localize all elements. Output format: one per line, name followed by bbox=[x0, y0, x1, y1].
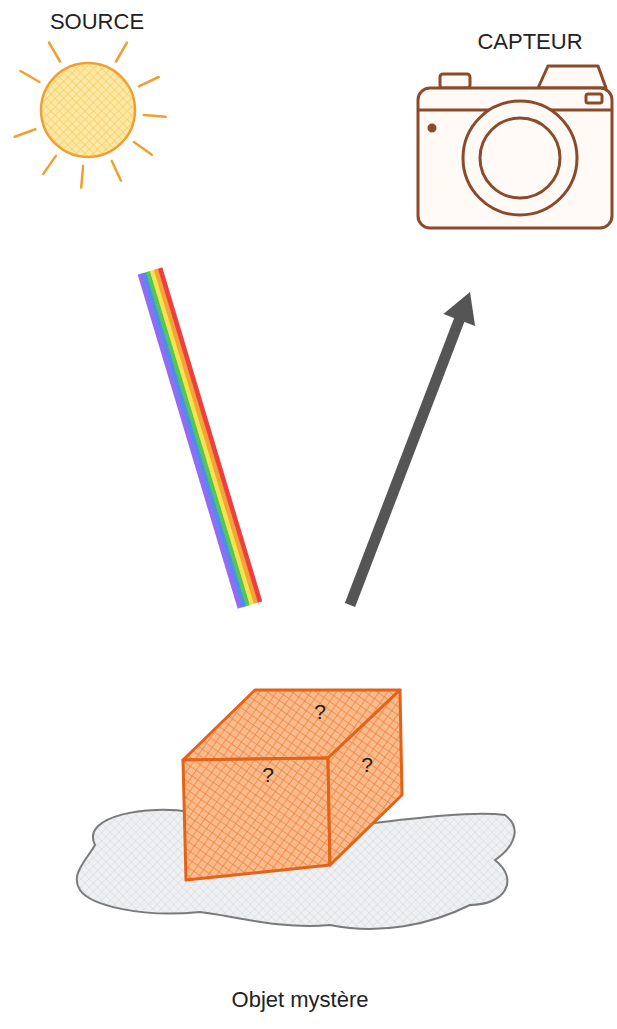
sun-ray bbox=[116, 43, 127, 62]
sun-rays bbox=[15, 43, 166, 188]
question-mark: ? bbox=[361, 753, 373, 777]
camera-flash bbox=[586, 94, 602, 103]
sun-ray bbox=[15, 129, 36, 137]
camera-lens-inner bbox=[480, 118, 560, 198]
sun-ray bbox=[112, 161, 121, 181]
node-label: SOURCE bbox=[50, 9, 144, 34]
sun-source: SOURCE bbox=[0, 0, 200, 265]
camera-button bbox=[440, 74, 470, 88]
cube-front-face bbox=[183, 758, 330, 880]
camera-body bbox=[418, 88, 612, 228]
beam-stripe bbox=[160, 268, 260, 602]
node-label: CAPTEUR bbox=[477, 29, 582, 54]
sun-disc bbox=[41, 63, 135, 157]
sun-symbol bbox=[0, 0, 200, 265]
light-beam bbox=[140, 268, 260, 608]
sun-ray bbox=[21, 71, 40, 82]
camera-lens-outer bbox=[463, 101, 577, 215]
mystery-object: ??? Objet mystère bbox=[60, 615, 540, 1025]
camera-sensor: CAPTEUR bbox=[410, 20, 615, 282]
sun-ray bbox=[139, 77, 159, 86]
node-label: Objet mystère bbox=[232, 987, 369, 1012]
sun-ray bbox=[81, 166, 83, 188]
camera-dot bbox=[429, 125, 435, 131]
camera-symbol bbox=[410, 20, 615, 282]
beam-stripe bbox=[144, 273, 244, 607]
sun-ray bbox=[49, 43, 60, 62]
question-mark: ? bbox=[262, 763, 274, 787]
beam-stripe bbox=[156, 269, 256, 603]
sun-ray bbox=[134, 142, 152, 155]
sun-ray bbox=[144, 115, 166, 117]
arrow-head bbox=[443, 292, 475, 326]
beam-stripe bbox=[152, 270, 252, 604]
camera-viewfinder bbox=[538, 66, 606, 88]
question-mark: ? bbox=[314, 700, 326, 724]
cube-illustration bbox=[60, 615, 540, 1025]
cube-side-face bbox=[328, 690, 402, 865]
reflection-arrow bbox=[350, 292, 475, 605]
beam-stripe bbox=[148, 272, 248, 606]
arrow-shaft bbox=[350, 318, 460, 605]
beam-stripe bbox=[140, 274, 240, 608]
sun-ray bbox=[43, 156, 56, 174]
